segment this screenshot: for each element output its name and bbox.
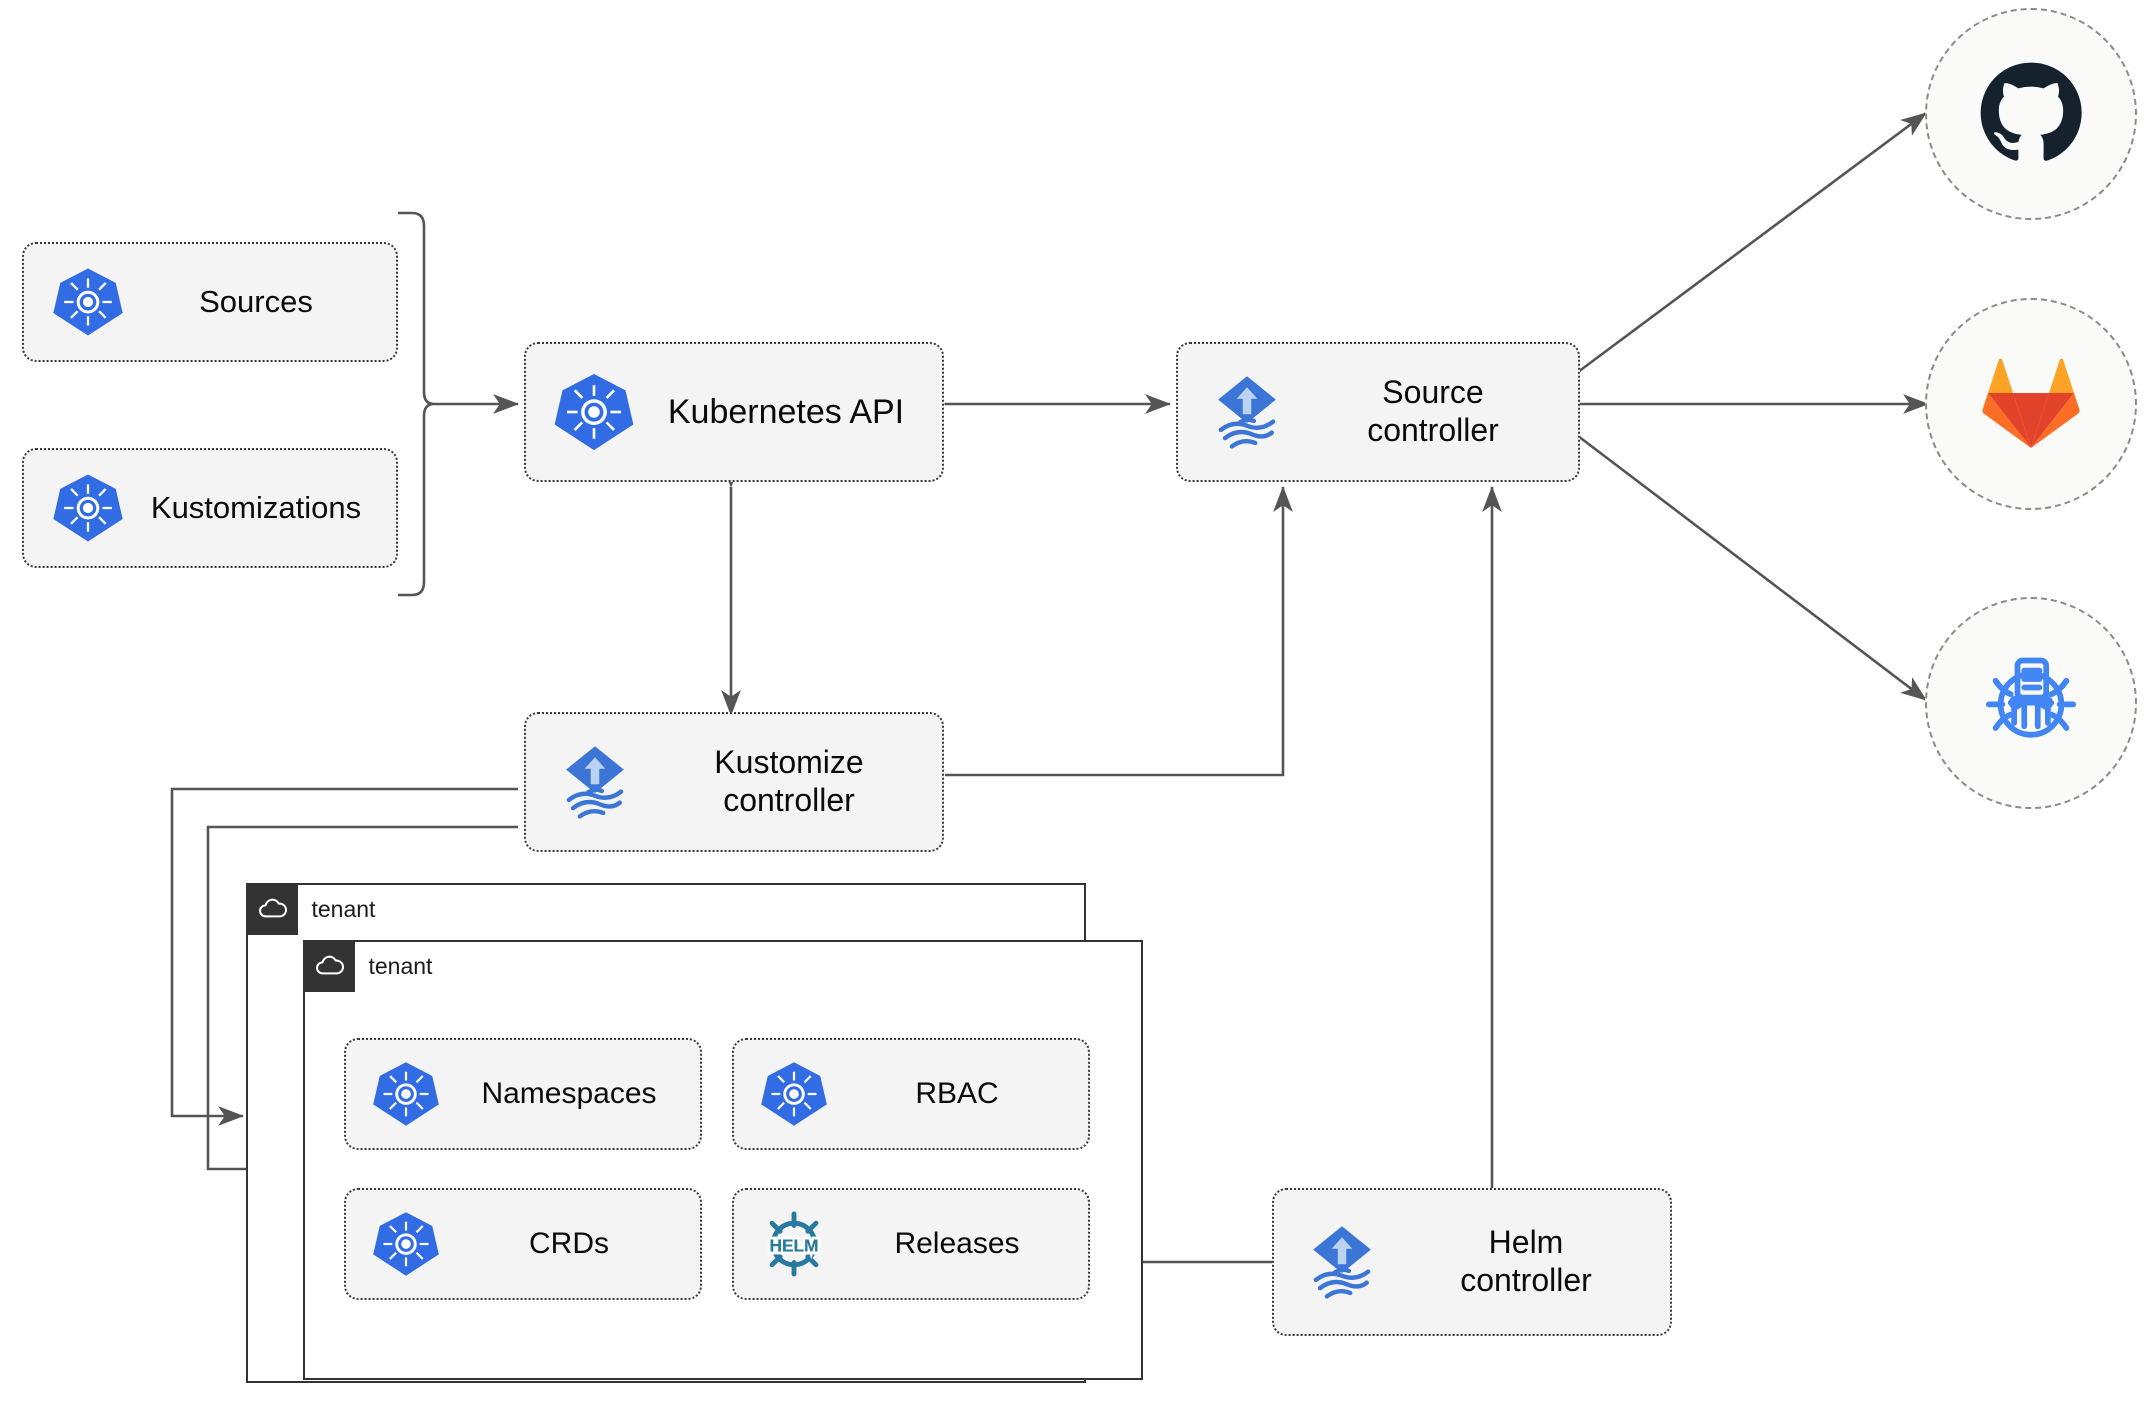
node-kubernetes-api[interactable]: Kubernetes API [524,342,944,482]
kubernetes-icon [748,1059,840,1129]
node-label: Source controller [1367,374,1499,448]
tenant-name: tenant [368,953,433,979]
provider-gitlab[interactable] [1925,298,2137,510]
kubernetes-icon [42,265,134,339]
github-icon [1979,60,2083,169]
cloud-icon [247,884,298,935]
node-namespaces[interactable]: Namespaces [344,1038,702,1150]
node-releases[interactable]: HELM HELM Releases [732,1188,1090,1300]
bucket-icon [1977,647,2085,760]
node-label: Kubernetes API [667,392,905,431]
node-kustomizations[interactable]: Kustomizations [22,448,398,568]
node-crds[interactable]: CRDs [344,1188,702,1300]
svg-text:HELM: HELM [769,1236,818,1256]
provider-github[interactable] [1925,8,2137,220]
kubernetes-icon [360,1209,452,1279]
flux-icon [1288,1218,1396,1306]
node-label: Kustomizations [150,489,362,525]
node-source-controller[interactable]: Source controller [1176,342,1580,482]
node-label: Sources [199,283,313,319]
tenant-box-inner[interactable]: tenant [303,940,1143,1380]
flux-icon [1192,368,1302,456]
kubernetes-icon [360,1059,452,1129]
edge-source-to-bucket [1577,434,1927,702]
tenant-name: tenant [311,896,376,922]
node-kustomize-controller[interactable]: Kustomize controller [524,712,944,852]
node-rbac[interactable]: RBAC [732,1038,1090,1150]
node-label: Releases [894,1227,1020,1261]
cloud-icon [304,941,355,992]
node-label: RBAC [915,1077,999,1111]
provider-bucket[interactable] [1925,597,2137,809]
node-label: Kustomize controller [714,744,864,818]
helm-icon: HELM HELM [748,1207,840,1281]
node-helm-controller[interactable]: Helm controller [1272,1188,1672,1336]
tenant-header: tenant [304,941,433,992]
kubernetes-icon [542,370,646,454]
node-label: CRDs [529,1227,609,1261]
flux-icon [540,738,650,826]
node-label: Helm controller [1460,1224,1592,1298]
edge-kustomize-to-source [945,485,1293,777]
node-sources[interactable]: Sources [22,242,398,362]
edge-source-to-github [1577,111,1927,374]
tenant-header: tenant [247,884,376,935]
bracket-sources-kustomizations [398,211,435,597]
kubernetes-icon [42,471,134,545]
node-label: Namespaces [481,1077,657,1111]
svg-text:HELM: HELM [769,1236,818,1256]
gitlab-icon [1981,354,2081,455]
